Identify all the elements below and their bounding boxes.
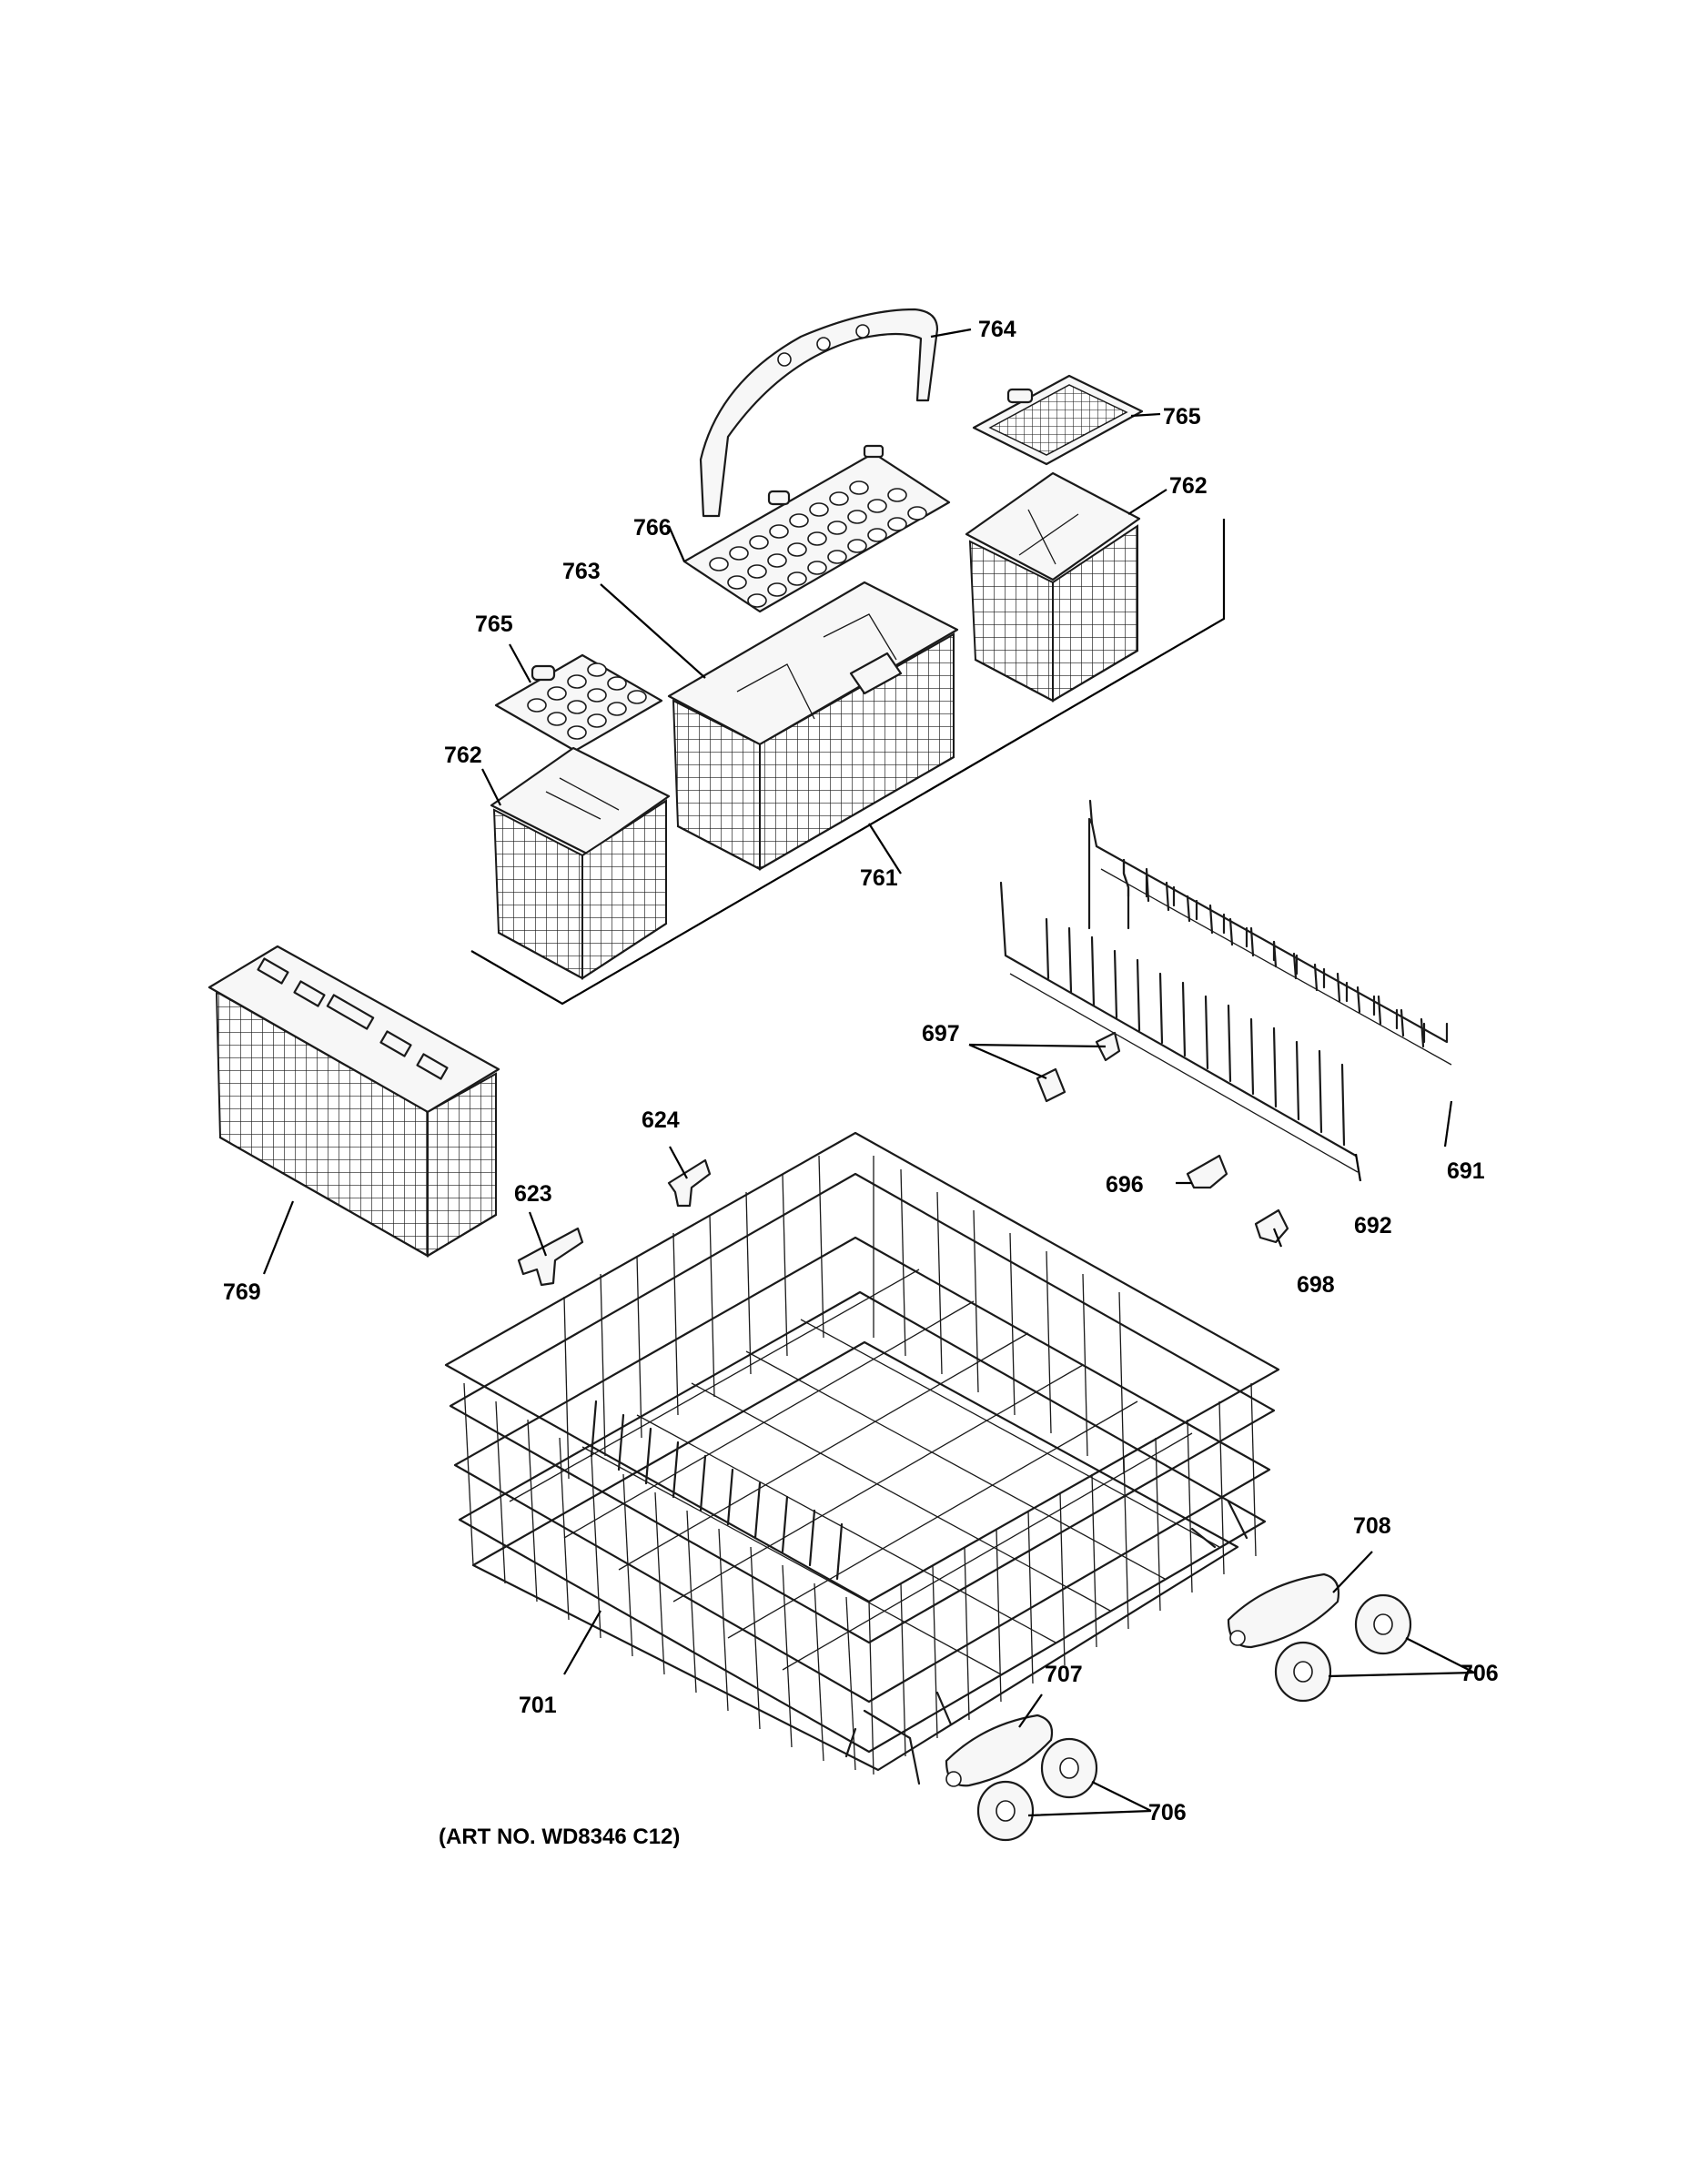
callout-766: 766 (633, 515, 672, 541)
silverware-basket-769 (207, 945, 500, 1258)
callout-701: 701 (519, 1693, 557, 1718)
rack-wheel-706-4 (976, 1780, 1035, 1842)
callout-706-lower: 706 (1148, 1800, 1187, 1825)
callout-764: 764 (978, 317, 1016, 342)
callout-708: 708 (1353, 1513, 1391, 1539)
small-basket-762-left (490, 746, 671, 980)
rack-wheel-706-1 (1354, 1593, 1412, 1655)
callout-763: 763 (562, 559, 601, 584)
rack-wheel-706-3 (1040, 1737, 1098, 1799)
callout-706-upper: 706 (1461, 1661, 1499, 1686)
small-basket-762-right (965, 471, 1141, 703)
callout-762-left: 762 (444, 743, 482, 768)
wheel-carrier-708 (1227, 1572, 1340, 1649)
assembly-bracket-761 (470, 519, 1226, 1006)
callout-761: 761 (860, 865, 898, 891)
clip-623 (517, 1227, 584, 1287)
rack-wheel-706-2 (1274, 1641, 1332, 1703)
callout-762-right: 762 (1169, 473, 1208, 499)
callout-691: 691 (1447, 1158, 1485, 1184)
clip-697 (1036, 1031, 1121, 1103)
callout-623: 623 (514, 1181, 552, 1207)
callout-692: 692 (1354, 1213, 1392, 1239)
art-number-caption: (ART NO. WD8346 C12) (439, 1825, 680, 1849)
callout-698: 698 (1297, 1272, 1335, 1298)
basket-cover-766 (682, 444, 951, 613)
tine-row-691 (1087, 799, 1452, 1066)
clip-698 (1254, 1208, 1289, 1244)
callout-769: 769 (223, 1279, 261, 1305)
callout-labels: 764 765 762 766 763 765 762 761 697 624 … (223, 317, 1499, 1825)
basket-handle-764 (699, 308, 939, 518)
callout-765-right: 765 (1163, 404, 1201, 430)
clip-624 (667, 1158, 712, 1208)
lower-rack-701 (444, 1131, 1280, 1785)
callout-707: 707 (1045, 1662, 1083, 1687)
callout-697: 697 (922, 1021, 960, 1046)
callout-696: 696 (1106, 1172, 1144, 1198)
clip-696 (1186, 1154, 1228, 1189)
basket-cover-765-right (972, 374, 1144, 466)
callout-624: 624 (642, 1107, 680, 1133)
wheel-carrier-707 (945, 1714, 1054, 1787)
tine-row-692 (999, 881, 1359, 1173)
large-basket-763 (667, 581, 959, 871)
leader-lines (262, 328, 1475, 1817)
basket-cover-765-left (494, 653, 663, 753)
callout-765-left: 765 (475, 612, 513, 637)
